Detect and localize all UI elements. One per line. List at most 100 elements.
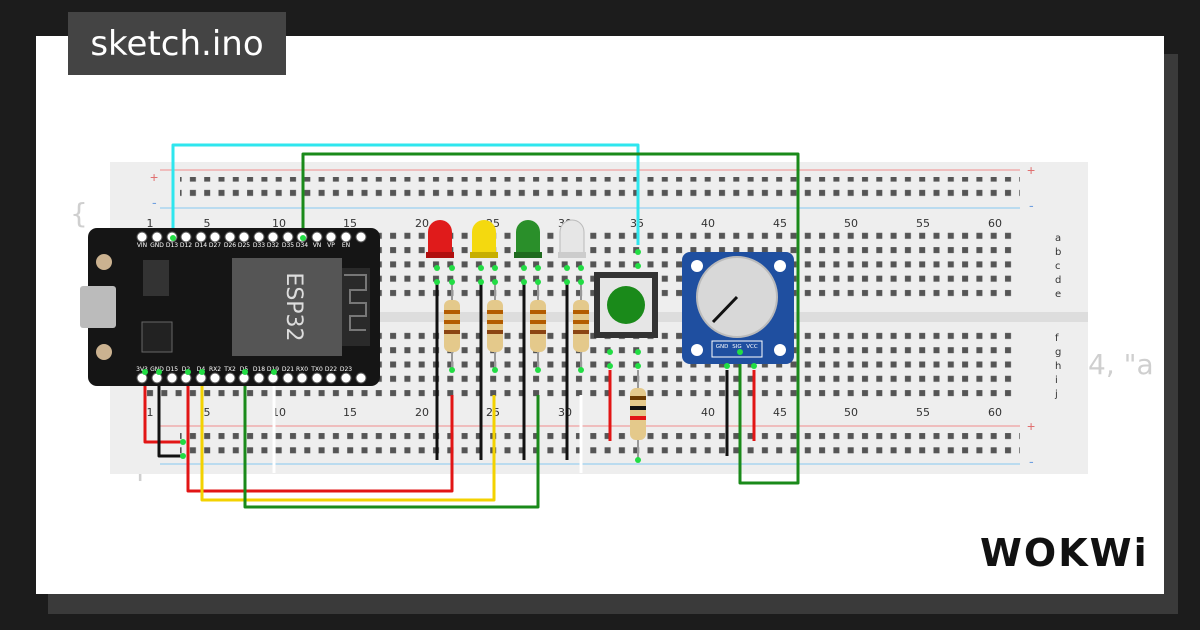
svg-text:D32: D32 [267, 242, 279, 249]
svg-text:j: j [1054, 389, 1058, 400]
wire-green-led[interactable] [243, 372, 540, 509]
pot-pin-labels: GND SIG VCC [716, 344, 758, 350]
led-yellow[interactable] [470, 220, 498, 258]
svg-text:c: c [1055, 261, 1061, 272]
svg-text:VP: VP [327, 242, 335, 249]
svg-text:a: a [1055, 233, 1061, 244]
boot-button[interactable] [96, 254, 112, 270]
pushbutton[interactable] [594, 272, 658, 338]
rail-minus-label: - [1029, 453, 1034, 469]
wire-yellow-led[interactable] [200, 372, 496, 502]
resistor [487, 282, 503, 370]
svg-text:VCC: VCC [746, 344, 758, 350]
svg-text:40: 40 [701, 406, 715, 419]
esp32-chip [232, 258, 342, 356]
svg-text:RX2: RX2 [209, 366, 221, 373]
row-letters: a b c d e f g h i j [1054, 233, 1061, 400]
power-rail-top [180, 177, 1020, 199]
svg-text:D25: D25 [238, 242, 250, 249]
svg-text:RX0: RX0 [296, 366, 308, 373]
svg-text:VN: VN [313, 242, 322, 249]
svg-text:10: 10 [272, 217, 286, 230]
en-button[interactable] [96, 344, 112, 360]
wire-cyan[interactable] [171, 143, 640, 245]
svg-text:40: 40 [701, 217, 715, 230]
svg-text:20: 20 [415, 406, 429, 419]
svg-text:D18: D18 [253, 366, 265, 373]
svg-text:GND: GND [716, 344, 729, 350]
chip-label: ESP32 [281, 272, 306, 341]
resistor [530, 282, 546, 370]
wire-red-3v3[interactable] [143, 372, 183, 444]
svg-text:55: 55 [916, 406, 930, 419]
svg-text:45: 45 [773, 217, 787, 230]
svg-text:D12: D12 [180, 242, 192, 249]
svg-text:D33: D33 [253, 242, 265, 249]
svg-text:D26: D26 [224, 242, 236, 249]
svg-text:GND: GND [150, 366, 164, 373]
svg-text:D15: D15 [166, 366, 178, 373]
svg-text:1: 1 [147, 406, 154, 419]
svg-text:D2: D2 [182, 366, 191, 373]
svg-text:D23: D23 [340, 366, 352, 373]
svg-text:45: 45 [773, 406, 787, 419]
wokwi-logo-text: WOKWi [980, 531, 1148, 575]
wire-red-led[interactable] [186, 372, 454, 493]
svg-text:D14: D14 [195, 242, 207, 249]
led-green[interactable] [514, 220, 542, 258]
svg-text:5: 5 [204, 406, 211, 419]
svg-text:e: e [1055, 289, 1061, 300]
svg-text:i: i [1055, 375, 1058, 386]
svg-text:D13: D13 [166, 242, 178, 249]
file-name-tab[interactable]: sketch.ino [68, 12, 286, 75]
svg-text:30: 30 [558, 406, 572, 419]
usb-port [80, 286, 116, 328]
svg-text:f: f [1055, 333, 1059, 344]
svg-text:D27: D27 [209, 242, 221, 249]
wire-green-pot[interactable] [301, 152, 800, 485]
potentiometer[interactable]: GND SIG VCC [682, 252, 794, 364]
code-line: { [70, 197, 88, 230]
wire-black-gnd[interactable] [157, 372, 183, 458]
rail-minus-label: - [1029, 197, 1034, 213]
svg-text:TX0: TX0 [310, 366, 323, 373]
resistors [444, 282, 646, 460]
rail-plus-label: + [1027, 418, 1035, 434]
wires [143, 143, 800, 509]
svg-text:h: h [1055, 361, 1061, 372]
svg-text:60: 60 [988, 217, 1002, 230]
resistor [630, 370, 646, 460]
svg-text:55: 55 [916, 217, 930, 230]
svg-text:50: 50 [844, 406, 858, 419]
svg-text:GND: GND [150, 242, 164, 249]
svg-text:1: 1 [147, 217, 154, 230]
svg-text:50: 50 [844, 217, 858, 230]
code-fragment: 4, "a [1088, 348, 1154, 381]
svg-text:TX2: TX2 [223, 366, 236, 373]
resistor [573, 282, 589, 370]
svg-text:60: 60 [988, 406, 1002, 419]
svg-text:EN: EN [342, 242, 350, 249]
led-white[interactable] [558, 219, 586, 258]
svg-text:SIG: SIG [732, 344, 741, 350]
svg-text:5: 5 [204, 217, 211, 230]
rail-plus-label: + [150, 169, 158, 185]
wokwi-logo: WOKWi [980, 531, 1148, 575]
svg-text:D35: D35 [282, 242, 294, 249]
rail-plus-label: + [1027, 162, 1035, 178]
svg-text:15: 15 [343, 217, 357, 230]
svg-text:b: b [1055, 247, 1061, 258]
resistor [444, 282, 460, 370]
svg-text:D22: D22 [325, 366, 337, 373]
svg-text:20: 20 [415, 217, 429, 230]
svg-text:d: d [1055, 275, 1061, 286]
svg-text:D21: D21 [282, 366, 294, 373]
svg-text:g: g [1055, 347, 1061, 358]
power-rail-bottom [180, 433, 1020, 455]
connection-points [142, 235, 757, 463]
led-red[interactable] [426, 220, 454, 258]
svg-text:D34: D34 [296, 242, 308, 249]
